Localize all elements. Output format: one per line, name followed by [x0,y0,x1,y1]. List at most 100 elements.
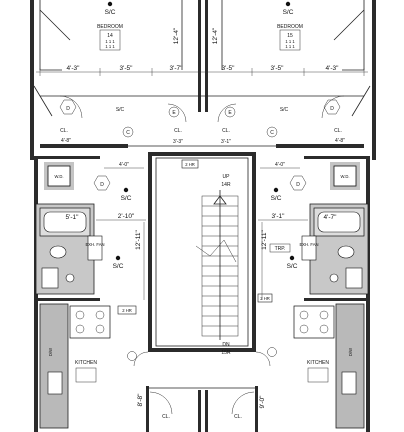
dim-passage-left: 2'-10" [118,213,135,220]
stair-dn-count: 15R [221,350,231,356]
smoke-detector-lower-left-icon [115,255,121,261]
dim-closet-right: 4'-8" [335,138,345,144]
hr-tag-right [257,293,273,303]
door-swing-bottom-left [149,391,173,415]
dim-top-6: 4'-3" [326,65,340,72]
fridge-right-icon [341,371,357,395]
door-tag-e-right: E [224,106,236,118]
dim-bath-right: 4'-7" [324,214,338,221]
outer-wall-right-upper [372,0,376,160]
dim-closet-center-right: 3'-1" [221,139,231,145]
fixture-right-icon [329,273,339,283]
dim-bottom-right: 9'-0" [259,395,266,409]
door-swing-center-left [167,103,187,123]
wd-left-box [47,165,71,187]
door-tag-d-mid-left: D [93,175,111,191]
stair-dn-label: DN [222,342,230,348]
stair-up-count: 14R [221,182,231,188]
kitchen-left-counter [39,303,69,429]
door-tag-d-left: D [59,99,77,115]
dim-stair-left: 12'-11" [135,229,142,249]
dim-closet-center-left: 3'-3" [173,139,183,145]
door-tag-corridor-right [267,347,277,357]
dim-bedroom-depth-left: 12'-4" [173,27,180,44]
svg-text:E: E [228,110,232,116]
hr-tag-left [117,305,137,315]
svg-text:E: E [172,110,176,116]
bedroom-left-number: 14 [107,33,113,39]
burner-right-2-icon [319,310,329,320]
fridge-left-icon [47,371,63,395]
dim-ticks-top [39,68,365,76]
toilet-left-icon [41,267,59,289]
dim-bedroom-depth-right: 12'-4" [212,27,219,44]
sc-top-left: S/C [105,9,116,16]
dim-passage-right: 3'-1" [272,213,286,220]
exh-fan-left-box [87,235,103,261]
hr-label-right: 2 HR [260,296,270,301]
stair-inner-box [155,157,249,347]
hr-label-left: 2 HR [122,308,132,313]
bottom-closet-left-wall [146,386,149,432]
burner-left-1-icon [75,310,85,320]
closet-bottom-left-label: CL. [162,414,170,420]
left-service-top-wall [38,156,100,159]
hr-tag-top [181,159,199,169]
closet-center-left-label: CL. [174,128,182,134]
bedroom-left-line2: 1 1 1 [105,44,115,49]
closet-wall-right [276,144,364,148]
kitchen-right-counter [335,303,365,429]
burner-right-3-icon [299,324,309,334]
bedroom-right-tag [279,29,301,51]
stair-wall-bottom [148,348,256,352]
bedroom-left-tag [99,29,121,51]
exh-fan-right-box [301,235,317,261]
kitchen-left-top-wall [38,298,100,301]
closet-right-label: CL. [334,128,342,134]
burner-left-2-icon [95,310,105,320]
stair-wall-right [252,152,256,352]
bay-right-bottom [351,85,371,117]
party-wall-right [205,0,208,112]
dim-top-2: 3'-5" [120,65,134,72]
closet-bottom-right-label: CL. [234,414,242,420]
kitchen-left-tag [75,367,97,383]
bedroom-left-line1: 1 1 1 [105,39,115,44]
bay-left-top [39,9,71,41]
dim-corridor-left: 4'-0" [119,162,129,168]
door-tag-corridor-left [127,351,137,361]
dim-bath-left: 5'-1" [66,214,80,221]
svg-text:D: D [100,182,104,188]
closet-wall-left [40,144,128,148]
dim-top-5: 3'-5" [271,65,285,72]
bedroom-right-line2: 1 1 1 [285,44,295,49]
dim-stair-right: 12'-11" [261,229,268,249]
svg-text:C: C [126,130,130,136]
svg-text:D: D [296,182,300,188]
sc-door-right: S/C [280,107,289,113]
sc-top-right: S/C [283,9,294,16]
bedroom-right-line1: 1 1 1 [285,39,295,44]
bedroom-left-name: BEDROOM [97,24,123,30]
bedroom-right-number: 15 [287,33,293,39]
stair-wall-top [148,152,256,156]
kitchen-left-label: KITCHEN [75,360,97,366]
toilet-right-icon [345,267,363,289]
sc-mid-right: S/C [271,195,282,202]
sink-right-icon [337,245,355,259]
bottom-party-wall-left [198,390,201,432]
door-swing-corridor-right [255,351,271,367]
fixture-left-icon [65,273,75,283]
svg-text:D: D [66,106,70,112]
door-tag-c-left: C [122,126,134,138]
bay-left-bottom [33,85,53,117]
exh-fan-left-label: EXH. FAN [85,242,104,247]
svg-text:D: D [330,106,334,112]
dim-closet-left: 4'-8" [61,138,71,144]
bay-right-top [333,9,365,41]
door-swing-center-right [217,103,237,123]
kitchen-right-label: KITCHEN [307,360,329,366]
smoke-detector-mid-right-icon [273,187,279,193]
door-swing-closet-right [321,95,345,119]
outer-wall-left-upper [30,0,34,160]
